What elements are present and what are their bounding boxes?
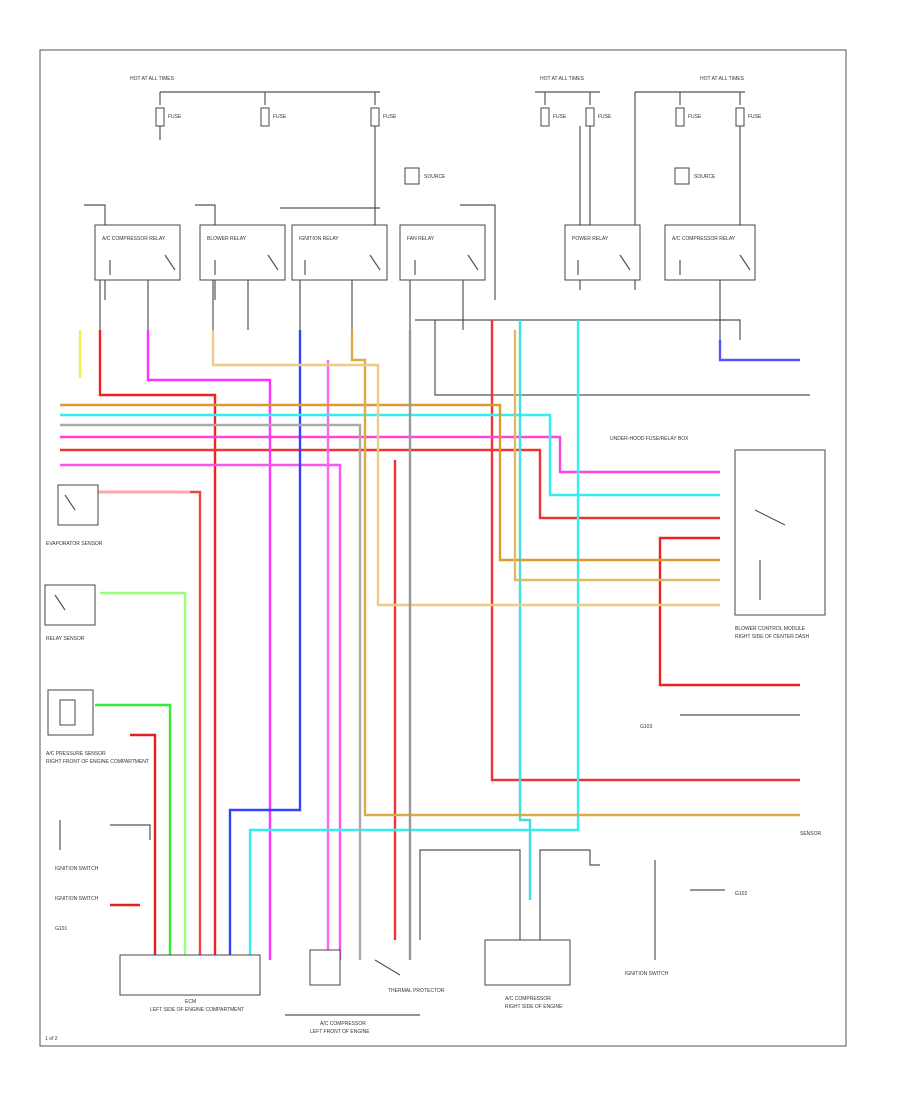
power-bus [159, 91, 745, 105]
blower-control-module: BLOWER CONTROL MODULE RIGHT SIDE OF CENT… [734, 449, 826, 640]
ecm: ECM LEFT SIDE OF ENGINE COMPARTMENT [119, 954, 261, 1013]
svg-text:FUSE: FUSE [598, 114, 612, 120]
fuse-6: FUSE [675, 107, 702, 127]
diagram-frame [39, 49, 847, 1047]
fuse-header-left: HOT AT ALL TIMES [130, 76, 175, 82]
svg-text:G102: G102 [735, 891, 747, 897]
relay-ac-compressor: A/C COMPRESSOR RELAY [94, 224, 181, 281]
svg-text:A/C COMPRESSOR RELAY: A/C COMPRESSOR RELAY [102, 236, 166, 242]
fuse-3: FUSE [370, 107, 397, 127]
relay-fan: FAN RELAY [399, 224, 486, 281]
junction-ground-bus [434, 320, 810, 396]
svg-text:A/C PRESSURE SENSOR: A/C PRESSURE SENSOR [46, 751, 106, 757]
svg-text:SOURCE: SOURCE [694, 174, 716, 180]
fuse-5: FUSE [585, 107, 612, 127]
svg-text:BLOWER RELAY: BLOWER RELAY [207, 236, 247, 242]
relay-outline-4 [460, 204, 496, 300]
svg-text:A/C COMPRESSOR RELAY: A/C COMPRESSOR RELAY [672, 236, 736, 242]
source-symbol-icon: SOURCE SOURCE [404, 167, 716, 185]
fuse-2: FUSE [260, 107, 287, 127]
right-connectors: G103 SENSOR [640, 714, 822, 837]
svg-text:FUSE: FUSE [688, 114, 702, 120]
svg-text:RELAY SENSOR: RELAY SENSOR [46, 636, 85, 642]
svg-text:IGNITION SWITCH: IGNITION SWITCH [625, 971, 669, 977]
svg-text:FUSE: FUSE [383, 114, 397, 120]
left-switch-1: EVAPORATOR SENSOR [46, 484, 103, 547]
relay-ignition: IGNITION RELAY [291, 224, 388, 281]
fuse-7: FUSE [735, 107, 762, 127]
svg-text:FUSE: FUSE [168, 114, 182, 120]
svg-text:EVAPORATOR SENSOR: EVAPORATOR SENSOR [46, 541, 103, 547]
junction-box-outline [415, 319, 741, 340]
svg-text:RIGHT SIDE OF CENTER DASH: RIGHT SIDE OF CENTER DASH [735, 634, 809, 640]
svg-text:FAN RELAY: FAN RELAY [407, 236, 435, 242]
svg-text:IGNITION SWITCH: IGNITION SWITCH [55, 866, 99, 872]
thermal-protector: THERMAL PROTECTOR [374, 959, 445, 994]
fuse-header-middle: HOT AT ALL TIMES [540, 76, 585, 82]
ignition-switch-bottom: IGNITION SWITCH G102 [625, 860, 747, 977]
svg-text:IGNITION SWITCH: IGNITION SWITCH [55, 896, 99, 902]
ac-compressor-motor: A/C COMPRESSOR RIGHT SIDE OF ENGINE [419, 849, 600, 1010]
ignition-switch-left: IGNITION SWITCH IGNITION SWITCH [55, 820, 151, 902]
svg-text:FUSE: FUSE [273, 114, 287, 120]
relay-blower: BLOWER RELAY [199, 224, 286, 281]
svg-text:ECM: ECM [185, 999, 196, 1005]
svg-text:THERMAL PROTECTOR: THERMAL PROTECTOR [388, 988, 445, 994]
svg-text:A/C COMPRESSOR: A/C COMPRESSOR [505, 996, 551, 1002]
svg-text:SENSOR: SENSOR [800, 831, 822, 837]
relay-outputs [99, 280, 721, 340]
page-number: 1 of 2 [45, 1036, 58, 1042]
colored-wires [60, 320, 800, 960]
fuse-header-right: HOT AT ALL TIMES [700, 76, 745, 82]
fuse-1: FUSE [155, 107, 182, 127]
relay-power: POWER RELAY [564, 224, 641, 281]
fuse-group: FUSE FUSE FUSE FUSE FUSE FUSE FUSE [155, 107, 762, 127]
svg-text:LEFT SIDE OF ENGINE COMPARTMEN: LEFT SIDE OF ENGINE COMPARTMENT [150, 1007, 244, 1013]
svg-text:LEFT FRONT OF ENGINE: LEFT FRONT OF ENGINE [310, 1029, 370, 1035]
junction-box-label: UNDER-HOOD FUSE/RELAY BOX [610, 436, 689, 442]
svg-text:BLOWER CONTROL MODULE: BLOWER CONTROL MODULE [735, 626, 806, 632]
fuse-4: FUSE [540, 107, 567, 127]
svg-text:A/C COMPRESSOR: A/C COMPRESSOR [320, 1021, 366, 1027]
svg-text:IGNITION RELAY: IGNITION RELAY [299, 236, 339, 242]
left-switch-2: RELAY SENSOR [44, 584, 96, 642]
svg-text:SOURCE: SOURCE [424, 174, 446, 180]
ac-compressor-clutch: A/C COMPRESSOR LEFT FRONT OF ENGINE [285, 949, 420, 1035]
svg-text:RIGHT SIDE OF ENGINE: RIGHT SIDE OF ENGINE [505, 1004, 563, 1010]
pressure-sensor: A/C PRESSURE SENSOR RIGHT FRONT OF ENGIN… [46, 689, 149, 765]
relay-ac-compressor-2: A/C COMPRESSOR RELAY [664, 224, 756, 281]
svg-text:POWER RELAY: POWER RELAY [572, 236, 609, 242]
svg-text:G103: G103 [640, 724, 652, 730]
svg-text:FUSE: FUSE [748, 114, 762, 120]
svg-text:RIGHT FRONT OF ENGINE COMPARTM: RIGHT FRONT OF ENGINE COMPARTMENT [46, 759, 149, 765]
svg-text:FUSE: FUSE [553, 114, 567, 120]
ground-label-1: G101 [55, 926, 67, 932]
